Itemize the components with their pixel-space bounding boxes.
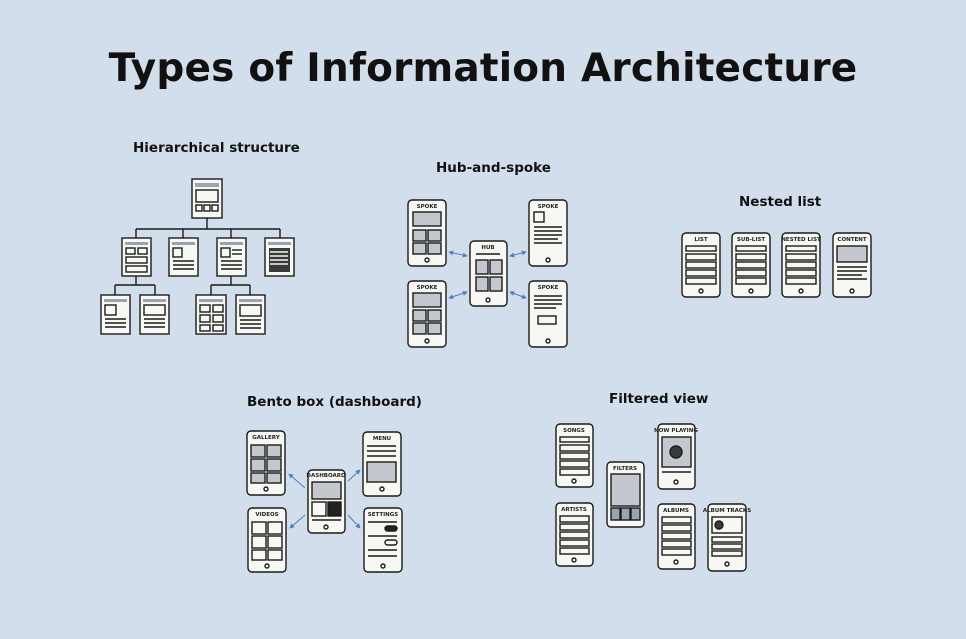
spoke-label-3: SPOKE <box>417 285 438 291</box>
settings-label: SETTINGS <box>368 512 399 518</box>
spoke-label-4: SPOKE <box>538 285 559 291</box>
hub-label: HUB <box>481 245 494 251</box>
nowplaying-label: NOW PLAYING <box>654 428 698 434</box>
bento-label: Bento box (dashboard) <box>247 394 422 410</box>
dashboard-label: DASHBOARD <box>306 473 346 479</box>
filtered-view-label: Filtered view <box>609 391 709 407</box>
phone-labels: SPOKE SPOKE HUB SPOKE SPOKE LIST SUB-LIS… <box>252 204 867 518</box>
nestedlist-label: NESTED LIST <box>781 237 821 243</box>
nested-list-diagram <box>681 232 872 298</box>
hub-spoke-label: Hub-and-spoke <box>436 160 551 176</box>
bento-diagram <box>246 430 403 573</box>
spoke-label-2: SPOKE <box>538 204 559 210</box>
sublist-label: SUB-LIST <box>737 237 765 243</box>
videos-label: VIDEOS <box>255 512 278 518</box>
content-label: CONTENT <box>837 237 866 243</box>
hierarchical-label: Hierarchical structure <box>133 140 300 156</box>
albums-label: ALBUMS <box>663 508 689 514</box>
artists-label: ARTISTS <box>561 507 587 513</box>
filters-label: FILTERS <box>613 466 637 472</box>
nested-list-label: Nested list <box>739 194 822 210</box>
albumtracks-label: ALBUM TRACKS <box>703 508 751 514</box>
hierarchical-diagram <box>100 178 295 335</box>
page-title: Types of Information Architecture <box>108 46 858 91</box>
list-label: LIST <box>694 237 708 243</box>
filtered-view-diagram <box>555 423 747 572</box>
spoke-label-1: SPOKE <box>417 204 438 210</box>
gallery-label: GALLERY <box>252 435 280 441</box>
songs-label: SONGS <box>563 428 585 434</box>
menu-label: MENU <box>373 436 391 442</box>
hub-spoke-diagram <box>407 199 568 348</box>
